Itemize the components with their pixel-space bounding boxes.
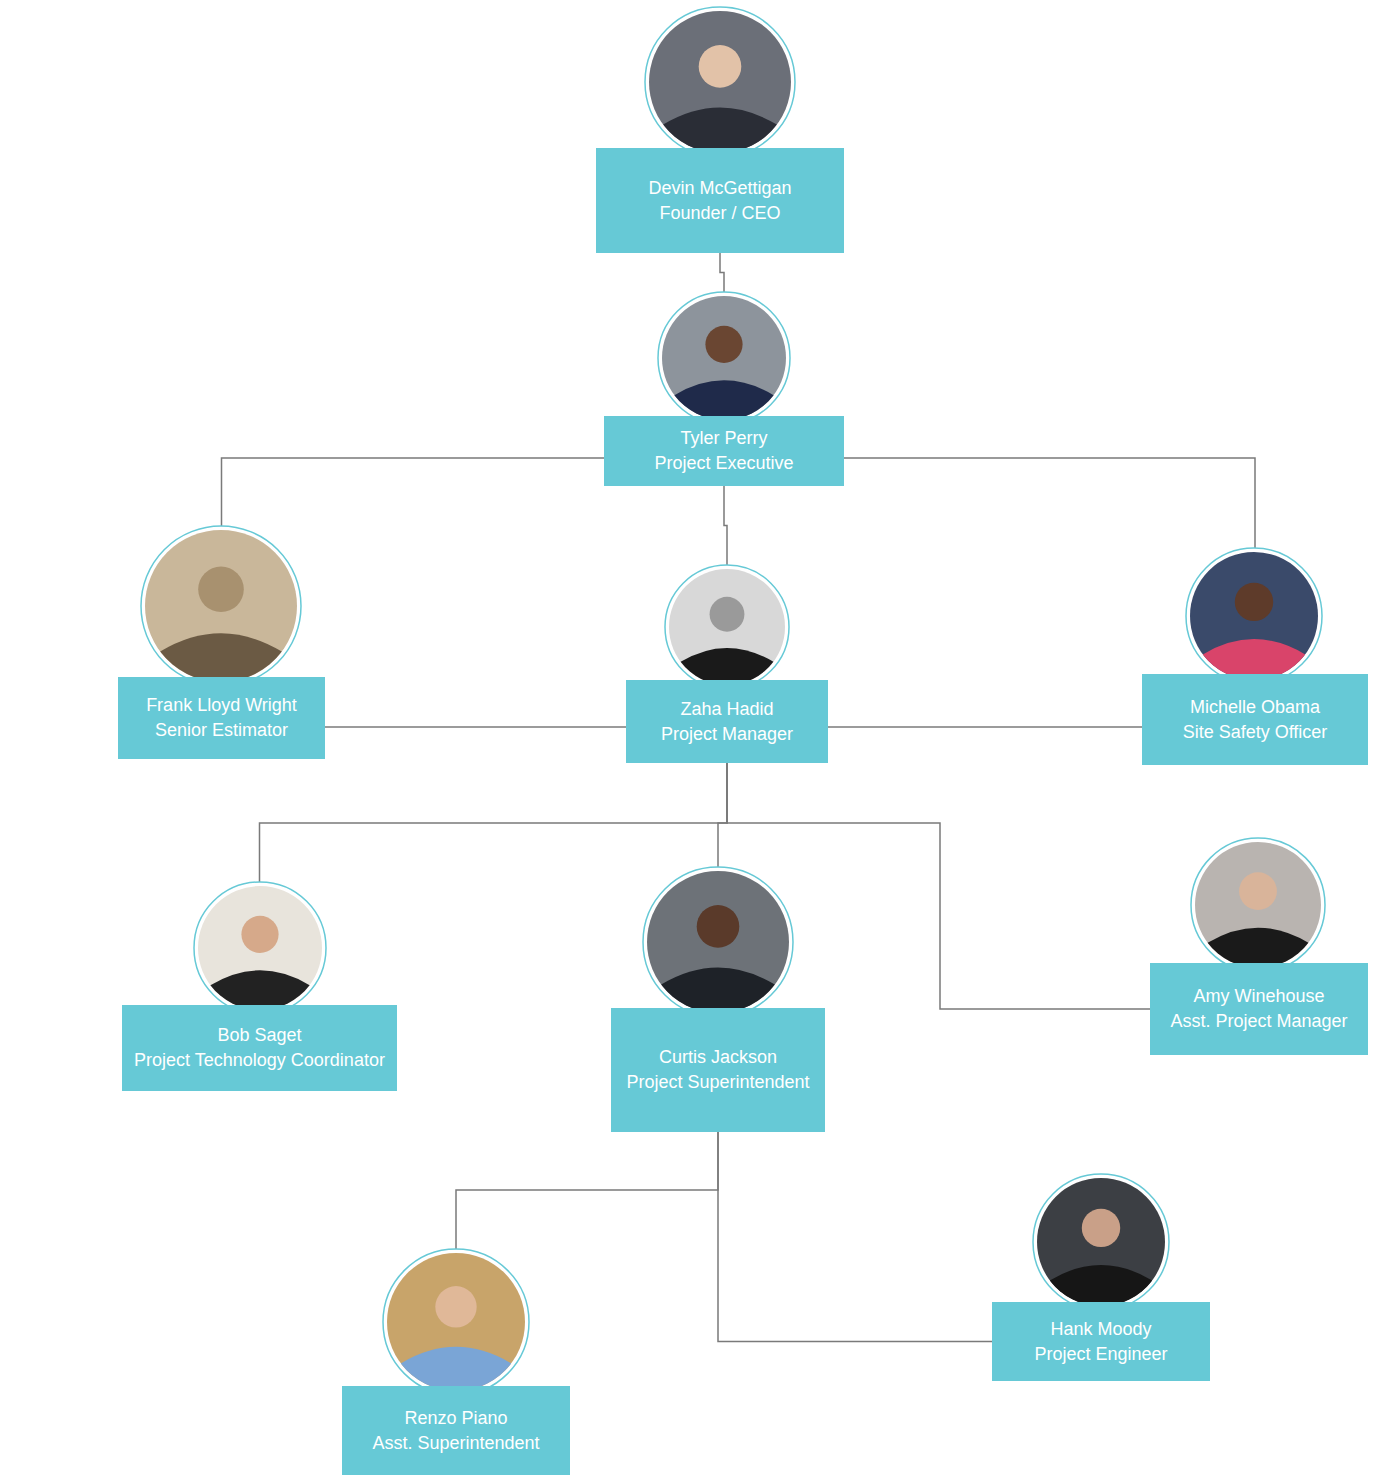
job-title: Project Manager [661, 722, 793, 747]
connector-line [260, 763, 728, 882]
portrait-head [1239, 872, 1277, 910]
connector-line [718, 763, 727, 867]
job-title: Asst. Superintendent [372, 1431, 539, 1456]
portrait-figure [669, 569, 785, 685]
portrait-photo [1186, 548, 1322, 684]
portrait-photo [141, 526, 301, 686]
connector-line [456, 1132, 718, 1249]
connector-line [222, 458, 605, 526]
photo-ring [658, 292, 790, 424]
org-box: Amy WinehouseAsst. Project Manager [1150, 963, 1368, 1055]
person-name: Curtis Jackson [659, 1045, 777, 1070]
portrait-head [705, 326, 742, 363]
person-name: Renzo Piano [404, 1406, 507, 1431]
photo-ring [194, 882, 326, 1014]
portrait-figure [1037, 1178, 1165, 1306]
job-title: Project Executive [654, 451, 793, 476]
org-box: Curtis JacksonProject Superintendent [611, 1008, 825, 1132]
portrait-head [699, 45, 742, 88]
job-title: Project Engineer [1034, 1342, 1167, 1367]
portrait-photo [665, 565, 789, 689]
portrait-head [435, 1286, 476, 1327]
job-title: Founder / CEO [659, 201, 780, 226]
org-box: Devin McGettiganFounder / CEO [596, 148, 844, 253]
job-title: Site Safety Officer [1183, 720, 1328, 745]
job-title: Project Superintendent [626, 1070, 809, 1095]
person-name: Tyler Perry [680, 426, 767, 451]
portrait-figure [649, 11, 791, 153]
portrait-figure [662, 296, 786, 420]
connector-line [727, 763, 1150, 1009]
photo-ring [1186, 548, 1322, 684]
portrait-figure [387, 1253, 525, 1391]
person-name: Amy Winehouse [1193, 984, 1324, 1009]
job-title: Project Technology Coordinator [134, 1048, 385, 1073]
org-box: Bob SagetProject Technology Coordinator [122, 1005, 397, 1091]
connector-line [844, 458, 1255, 548]
photo-ring [643, 867, 793, 1017]
person-name: Devin McGettigan [648, 176, 791, 201]
org-box: Michelle ObamaSite Safety Officer [1142, 674, 1368, 765]
portrait-photo [643, 867, 793, 1017]
connector-line [325, 726, 626, 728]
photo-ring [141, 526, 301, 686]
photo-ground [387, 1253, 525, 1391]
connector-line [724, 486, 727, 565]
photo-ring [1191, 838, 1325, 972]
photo-ground [647, 871, 789, 1013]
portrait-photo [658, 292, 790, 424]
org-box: Frank Lloyd WrightSenior Estimator [118, 677, 325, 759]
portrait-shoulders [674, 380, 773, 420]
portrait-figure [647, 871, 789, 1013]
org-box: Hank MoodyProject Engineer [992, 1302, 1210, 1381]
org-box: Renzo PianoAsst. Superintendent [342, 1386, 570, 1475]
person-name: Michelle Obama [1190, 695, 1320, 720]
portrait-shoulders [1208, 928, 1309, 968]
photo-ground [662, 296, 786, 420]
portrait-figure [1195, 842, 1321, 968]
org-box: Tyler PerryProject Executive [604, 416, 844, 486]
portrait-photo [1033, 1174, 1169, 1310]
photo-ground [649, 11, 791, 153]
portrait-shoulders [663, 108, 777, 153]
portrait-head [697, 905, 740, 948]
photo-ground [1195, 842, 1321, 968]
job-title: Senior Estimator [155, 718, 288, 743]
portrait-head [198, 566, 244, 612]
person-name: Frank Lloyd Wright [146, 693, 297, 718]
portrait-shoulders [661, 968, 775, 1013]
portrait-figure [198, 886, 322, 1010]
portrait-head [1235, 583, 1273, 621]
portrait-figure [145, 530, 297, 682]
photo-ring [1033, 1174, 1169, 1310]
photo-ground [1190, 552, 1318, 680]
photo-ground [145, 530, 297, 682]
portrait-head [1082, 1209, 1120, 1247]
portrait-head [710, 597, 745, 632]
person-name: Bob Saget [217, 1023, 301, 1048]
portrait-shoulders [1050, 1265, 1152, 1306]
photo-ring [645, 7, 795, 157]
connector-line [720, 253, 724, 292]
portrait-photo [1191, 838, 1325, 972]
portrait-figure [1190, 552, 1318, 680]
photo-ring [383, 1249, 529, 1395]
portrait-photo [194, 882, 326, 1014]
job-title: Asst. Project Manager [1170, 1009, 1347, 1034]
portrait-photo [383, 1249, 529, 1395]
connector-line [718, 1132, 992, 1342]
portrait-photo [645, 7, 795, 157]
photo-ground [1037, 1178, 1165, 1306]
photo-ring [665, 565, 789, 689]
photo-ground [198, 886, 322, 1010]
photo-ground [669, 569, 785, 685]
connector-line [828, 726, 1142, 728]
person-name: Zaha Hadid [680, 697, 773, 722]
portrait-shoulders [401, 1347, 511, 1391]
org-box: Zaha HadidProject Manager [626, 680, 828, 763]
portrait-shoulders [160, 633, 282, 682]
person-name: Hank Moody [1050, 1317, 1151, 1342]
portrait-head [241, 916, 278, 953]
